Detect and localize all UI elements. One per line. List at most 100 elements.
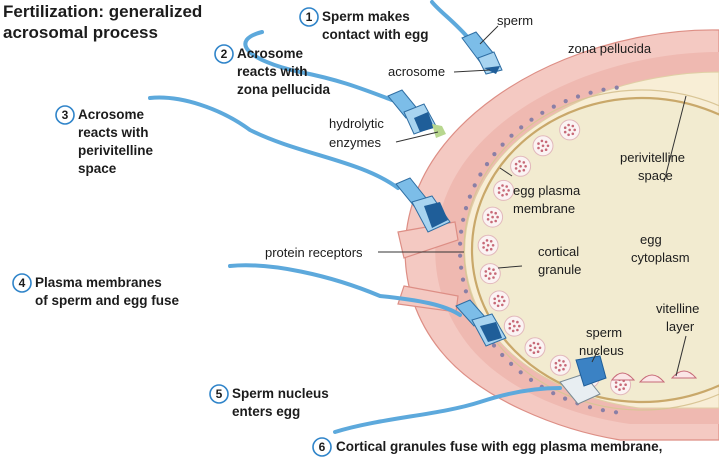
svg-text:Fertilization: generalized: Fertilization: generalized xyxy=(3,2,202,21)
protein-receptor-dot xyxy=(563,99,568,104)
protein-receptor-dot xyxy=(459,229,464,234)
label-hydrolytic-1: hydrolytic xyxy=(329,116,384,131)
title-line-1: Fertilization: generalized xyxy=(3,2,202,21)
step-1: 1 Sperm makes contact with egg xyxy=(299,7,429,42)
sperm-5-head xyxy=(559,355,607,405)
cortical-granule xyxy=(559,119,581,141)
protein-receptor-dot xyxy=(458,241,463,246)
step-3-line-3: perivitelline xyxy=(78,143,154,158)
protein-receptor-dot xyxy=(614,85,619,90)
step-6-line-1: Cortical granules fuse with egg plasma m… xyxy=(336,439,662,454)
protein-receptor-dot xyxy=(529,117,534,122)
step-3: 3 Acrosome reacts with perivitelline spa… xyxy=(55,105,154,176)
cortical-granule xyxy=(479,263,501,285)
protein-receptor-dot xyxy=(509,133,514,138)
label-hydrolytic-2: enzymes xyxy=(329,135,382,150)
protein-receptor-dot xyxy=(528,377,534,382)
label-sperm-nucleus-2: nucleus xyxy=(579,343,624,358)
sperm-3-tail xyxy=(148,95,400,190)
leader-lines xyxy=(378,25,687,377)
fused-granules xyxy=(611,370,698,383)
step-4-badge xyxy=(12,273,32,293)
label-cortical-granule-2: granule xyxy=(538,262,581,277)
step-4-line-2: of sperm and egg fuse xyxy=(35,293,180,308)
protein-receptor-dot xyxy=(575,94,581,99)
step-5-line-2: enters egg xyxy=(232,404,300,419)
step-5-badge xyxy=(209,384,229,404)
protein-receptor-dot xyxy=(478,172,483,177)
step-2-line-3: zona pellucida xyxy=(237,82,331,97)
step-3-line-2: reacts with xyxy=(78,125,149,140)
protein-receptor-dot xyxy=(472,183,477,188)
protein-receptor-dot xyxy=(492,152,497,157)
label-egg-cytoplasm-2: cytoplasm xyxy=(631,250,690,265)
step-5-number: 5 xyxy=(216,387,223,401)
protein-receptor-dot xyxy=(519,125,524,130)
protein-receptor-dot xyxy=(467,194,472,199)
protein-receptor-dot xyxy=(613,410,619,415)
sperm-4-head xyxy=(455,299,507,347)
label-perivitelline-2: space xyxy=(638,168,673,183)
protein-receptor-dot xyxy=(600,408,606,413)
label-egg-membrane-2: membrane xyxy=(513,201,575,216)
label-sperm: sperm xyxy=(497,13,533,28)
sperm-3-head xyxy=(395,177,451,233)
cortical-granule xyxy=(532,135,554,157)
sperm-1-head xyxy=(461,31,503,75)
label-acrosome: acrosome xyxy=(388,64,445,79)
step-1-badge xyxy=(299,7,319,27)
label-vitelline-1: vitelline xyxy=(656,301,699,316)
step-5: 5 Sperm nucleus enters egg xyxy=(209,384,329,419)
protein-receptor-dot xyxy=(463,206,469,211)
step-1-number: 1 xyxy=(306,10,313,24)
step-4-number: 4 xyxy=(19,276,26,290)
sperm-4-tail xyxy=(228,263,462,317)
egg-cytoplasm xyxy=(470,96,719,404)
step-2-badge xyxy=(214,44,234,64)
sperm-1-tail xyxy=(430,0,472,42)
step-6: 6 Cortical granules fuse with egg plasma… xyxy=(312,437,662,457)
step-3-line-1: Acrosome xyxy=(78,107,145,122)
step-4: 4 Plasma membranes of sperm and egg fuse xyxy=(12,273,180,308)
protein-receptor-dot xyxy=(458,253,463,258)
label-zona-pellucida: zona pellucida xyxy=(568,41,652,56)
protein-receptor-dot xyxy=(491,343,497,348)
label-protein-receptors: protein receptors xyxy=(265,245,363,260)
sperm-tails xyxy=(148,0,562,434)
step-1-line-2: contact with egg xyxy=(322,27,429,42)
cortical-granule xyxy=(488,290,510,312)
protein-receptor-dot xyxy=(461,217,466,222)
protein-receptor-dot xyxy=(509,361,514,366)
protein-receptor-dot xyxy=(563,396,568,401)
step-5-line-1: Sperm nucleus xyxy=(232,386,329,401)
svg-text:acrosomal process: acrosomal process xyxy=(3,23,158,42)
label-egg-membrane-1: egg plasma xyxy=(513,183,581,198)
cortical-granule xyxy=(524,337,546,359)
protein-receptor-dot xyxy=(587,405,593,410)
cortical-granule xyxy=(493,179,515,201)
label-vitelline-2: layer xyxy=(666,319,695,334)
step-2-line-1: Acrosome xyxy=(237,46,304,61)
label-sperm-nucleus-1: sperm xyxy=(586,325,622,340)
sperm-2-head xyxy=(387,89,446,138)
protein-receptor-dot xyxy=(588,90,593,95)
cortical-granule xyxy=(510,155,532,177)
cortical-granule xyxy=(477,234,499,256)
cortical-granule xyxy=(549,354,571,376)
protein-receptor-dot xyxy=(540,110,545,115)
step-6-badge xyxy=(312,437,332,457)
label-egg-cytoplasm-1: egg xyxy=(640,232,662,247)
protein-receptor-dot xyxy=(551,104,556,109)
protein-receptor-dot xyxy=(551,391,556,396)
step-2-number: 2 xyxy=(221,47,228,61)
protein-receptor-dot xyxy=(500,142,505,147)
protein-receptor-dot xyxy=(484,162,490,167)
step-2: 2 Acrosome reacts with zona pellucida xyxy=(214,44,331,97)
cortical-granule xyxy=(482,206,504,228)
sperm-heads xyxy=(387,31,607,405)
step-3-number: 3 xyxy=(62,108,69,122)
step-2-line-2: reacts with xyxy=(237,64,308,79)
protein-receptor-dot xyxy=(463,289,468,294)
